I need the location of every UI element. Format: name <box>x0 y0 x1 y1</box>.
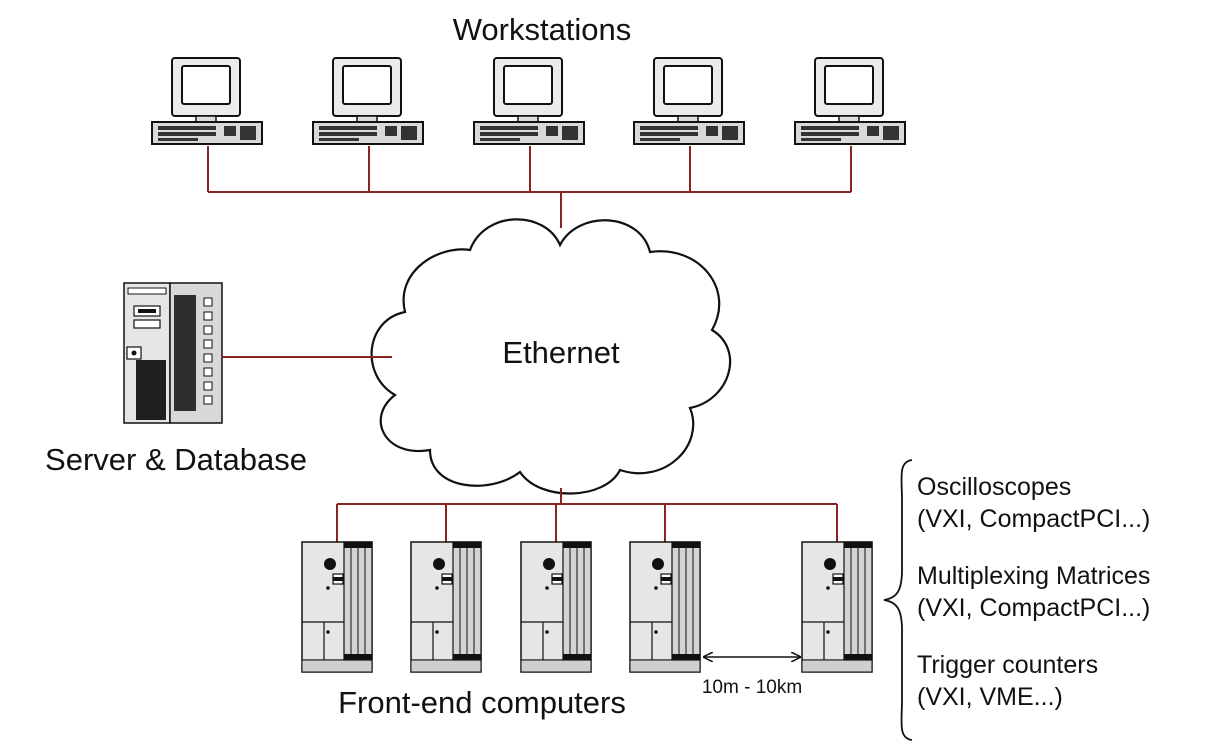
crate-computer-icon[interactable] <box>801 541 873 673</box>
instrument-brace <box>883 459 913 741</box>
frontend-bus <box>336 488 838 542</box>
crate-computer-icon[interactable] <box>629 541 701 673</box>
frontend-label: Front-end computers <box>338 685 626 720</box>
instrument-name: Trigger counters <box>917 651 1098 679</box>
ethernet-label: Ethernet <box>502 335 620 370</box>
server-tower-icon[interactable] <box>123 282 223 424</box>
workstation-icon[interactable] <box>633 57 745 145</box>
distance-label: 10m - 10km <box>702 677 802 698</box>
crate-computer-icon[interactable] <box>410 541 482 673</box>
instrument-name: Multiplexing Matrices <box>917 562 1150 590</box>
server-label: Server & Database <box>45 442 307 477</box>
instrument-buses: (VXI, CompactPCI...) <box>917 505 1150 533</box>
workstation-bus <box>207 146 852 228</box>
cloud-icon <box>370 218 732 495</box>
workstation-icon[interactable] <box>473 57 585 145</box>
instrument-name: Oscilloscopes <box>917 473 1071 501</box>
crate-computer-icon[interactable] <box>301 541 373 673</box>
instrument-buses: (VXI, CompactPCI...) <box>917 594 1150 622</box>
workstation-icon[interactable] <box>794 57 906 145</box>
workstation-icon[interactable] <box>151 57 263 145</box>
workstations-title: Workstations <box>453 12 632 47</box>
workstation-icon[interactable] <box>312 57 424 145</box>
instrument-buses: (VXI, VME...) <box>917 683 1063 711</box>
crate-computer-icon[interactable] <box>520 541 592 673</box>
